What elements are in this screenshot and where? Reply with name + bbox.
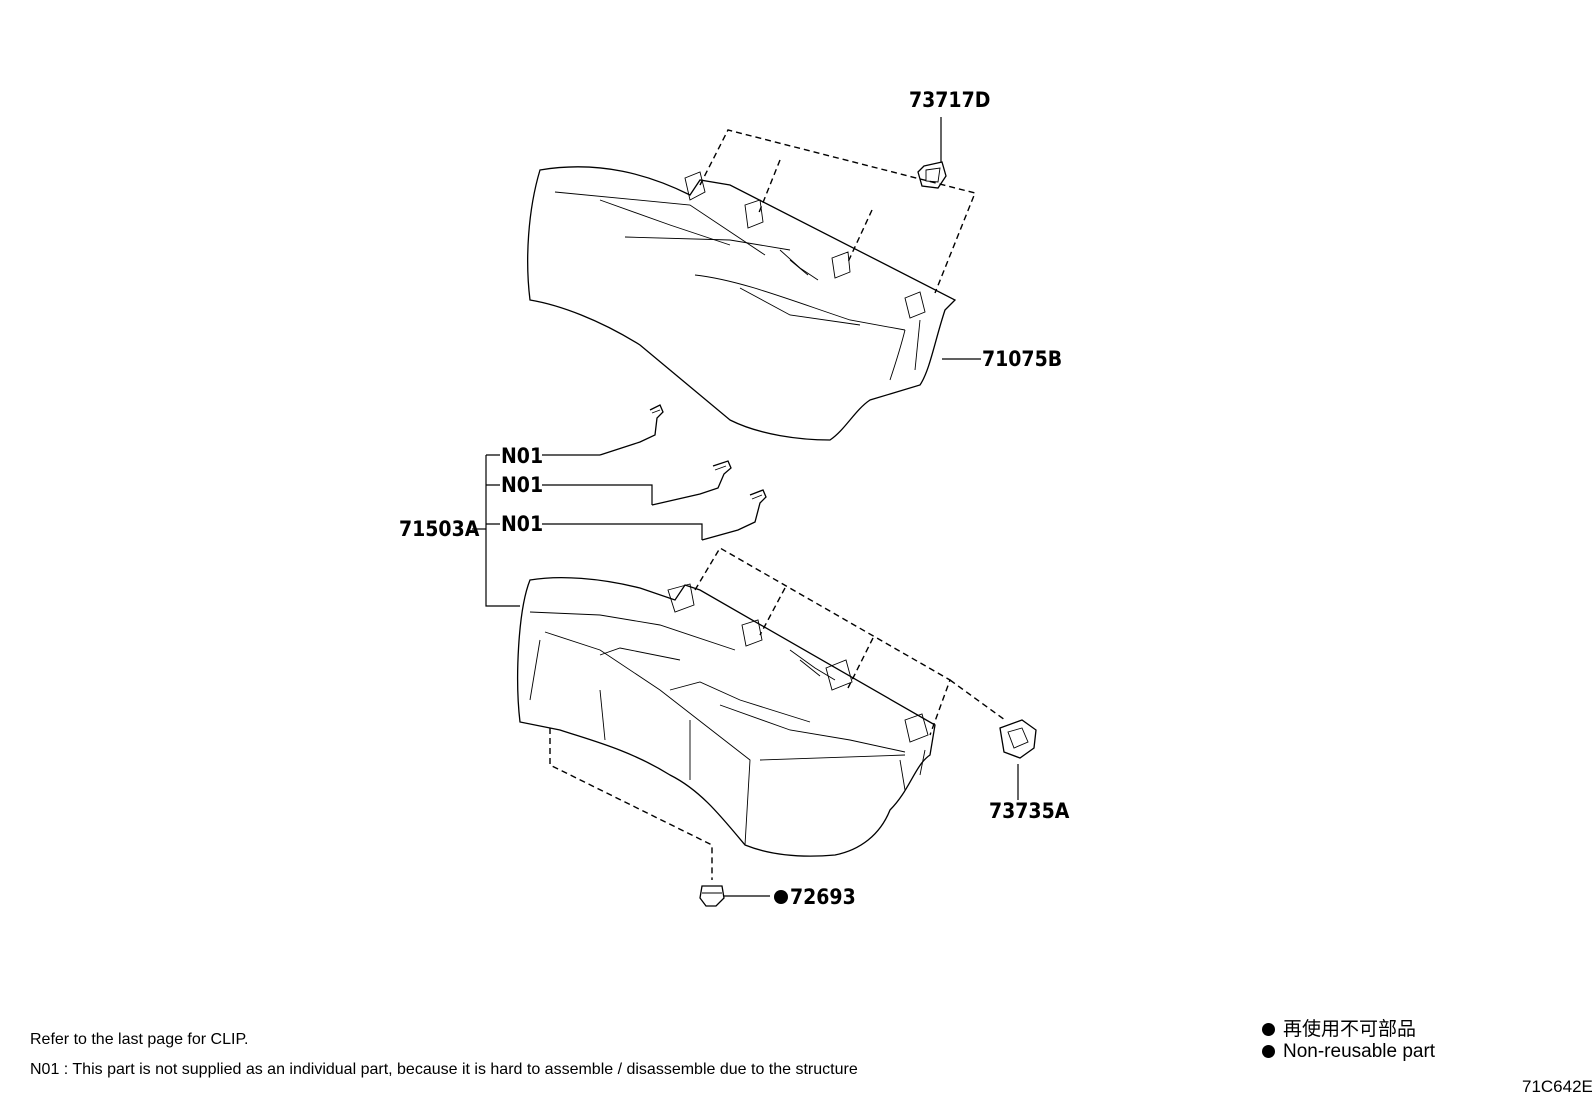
clip-reference-note: Refer to the last page for CLIP.: [30, 1031, 249, 1048]
legend-en: Non-reusable part: [1262, 1041, 1435, 1063]
part-label-72693: 72693: [790, 885, 856, 909]
legend-en-text: Non-reusable part: [1283, 1041, 1436, 1062]
bullet-icon: [1262, 1023, 1275, 1037]
part-label-71075b: 71075B: [982, 347, 1062, 371]
part-label-n01-b: N01: [501, 473, 543, 497]
non-reusable-marker: [774, 890, 788, 904]
bullet-icon: [1262, 1045, 1275, 1059]
clip-72693: [699, 885, 725, 907]
diagram-code: 71C642E: [1522, 1077, 1592, 1096]
wire-n01-a: [599, 404, 664, 456]
legend-jp: 再使用不可部品: [1262, 1014, 1416, 1041]
leader-lines: [472, 117, 1019, 897]
part-label-n01-c: N01: [501, 512, 543, 536]
part-label-73735a: 73735A: [989, 799, 1070, 823]
seat-cushion-cover: [517, 547, 1006, 880]
seat-back-cover: [527, 129, 976, 441]
clip-73717d: [917, 161, 947, 189]
wire-n01-b: [651, 460, 732, 506]
legend-jp-text: 再使用不可部品: [1283, 1019, 1417, 1040]
part-label-73717d: 73717D: [909, 88, 990, 112]
part-label-71503a: 71503A: [399, 517, 480, 541]
clip-73735a: [999, 719, 1037, 759]
part-label-n01-a: N01: [501, 444, 543, 468]
wire-n01-c: [701, 489, 767, 541]
n01-footnote: N01 : This part is not supplied as an in…: [30, 1061, 858, 1078]
